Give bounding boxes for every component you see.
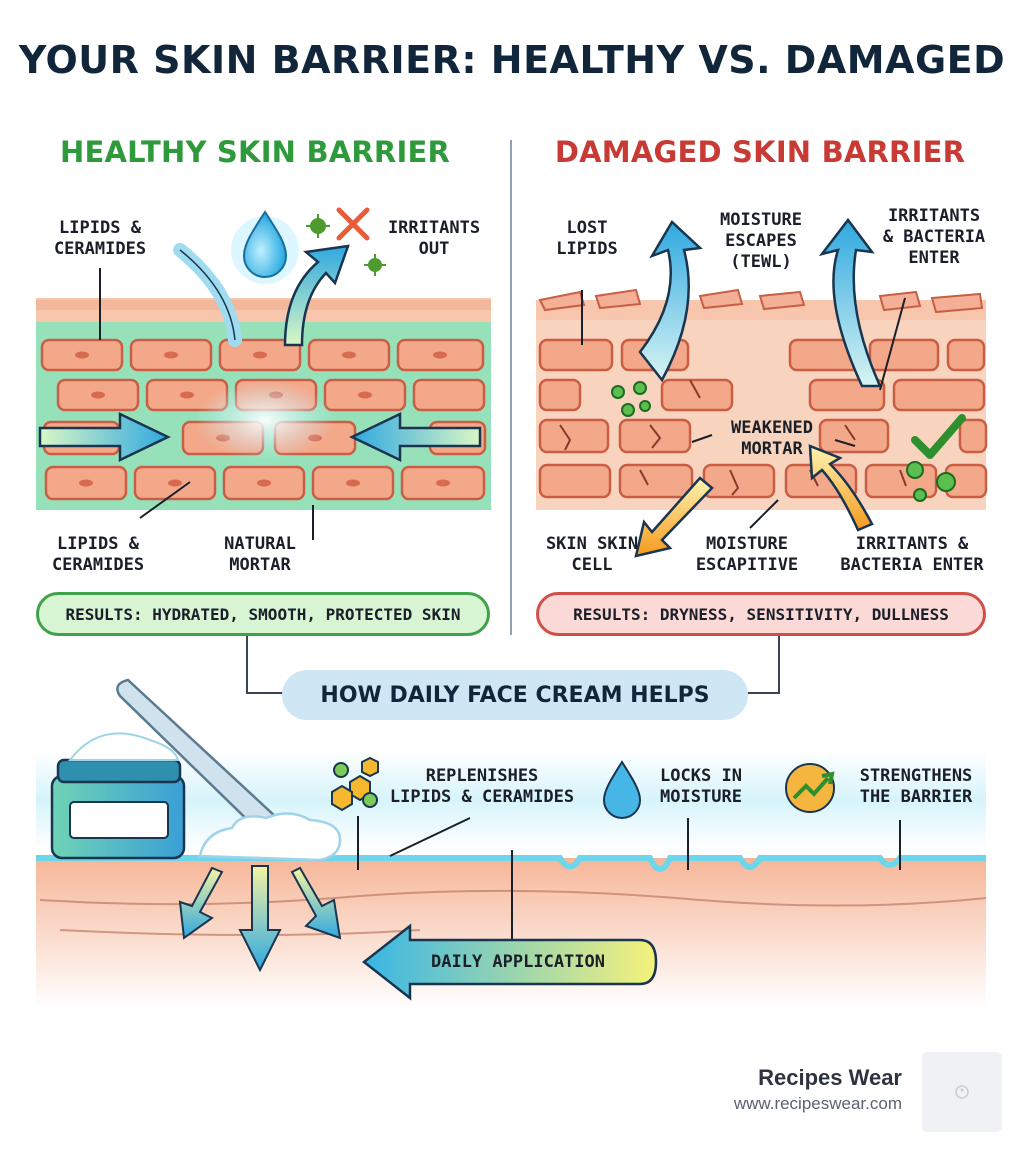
damaged-moisture-escapes-label: MOISTURE ESCAPES (TEWL) bbox=[720, 210, 802, 272]
water-drop-icon bbox=[242, 210, 288, 278]
hexagon-molecules-icon bbox=[331, 756, 379, 812]
healthy-section-title: HEALTHY SKIN BARRIER bbox=[59, 135, 450, 169]
benefit-locks-moisture-label: LOCKS IN MOISTURE bbox=[660, 766, 742, 807]
damaged-connector-line bbox=[744, 636, 780, 694]
healthy-natural-mortar-label: NATURAL MORTAR bbox=[224, 534, 296, 575]
brand-block: Recipes Wear www.recipeswear.com bbox=[690, 1065, 902, 1114]
help-section-title: HOW DAILY FACE CREAM HELPS bbox=[282, 670, 748, 720]
damaged-skin-cell-label: SKIN SKIN CELL bbox=[545, 534, 639, 575]
growth-chart-icon bbox=[785, 763, 835, 813]
section-divider bbox=[510, 140, 512, 635]
irritants-enter-arrow bbox=[818, 217, 882, 388]
cream-jar-icon bbox=[50, 732, 186, 860]
damaged-weakened-mortar-label: WEAKENED MORTAR bbox=[731, 418, 813, 459]
check-mark-icon bbox=[911, 414, 966, 459]
benefit-strengthens-label: STRENGTHENS THE BARRIER bbox=[859, 766, 973, 807]
irritants-enter-bottom-arrow bbox=[808, 444, 874, 532]
healthy-lipids-top-label: LIPIDS & CERAMIDES bbox=[53, 218, 147, 259]
brand-logo-icon bbox=[922, 1052, 1002, 1132]
brand-url[interactable]: www.recipeswear.com bbox=[733, 1094, 902, 1113]
healthy-result-badge: RESULTS: HYDRATED, SMOOTH, PROTECTED SKI… bbox=[36, 592, 490, 636]
benefit-replenishes-label: REPLENISHES LIPIDS & CERAMIDES bbox=[389, 766, 575, 807]
damaged-result-badge: RESULTS: DRYNESS, SENSITIVITY, DULLNESS bbox=[536, 592, 986, 636]
lipids-arrow-left bbox=[38, 412, 171, 462]
lipids-arrow-right bbox=[349, 412, 482, 462]
absorb-arrow-middle bbox=[238, 865, 282, 973]
damaged-lost-lipids-label: LOST LIPIDS bbox=[556, 218, 618, 259]
healthy-connector-line bbox=[246, 636, 286, 694]
absorb-arrow-left bbox=[178, 866, 224, 940]
damaged-skin-illustration bbox=[536, 217, 988, 558]
healthy-lipids-bottom-label: LIPIDS & CERAMIDES bbox=[51, 534, 145, 575]
damaged-section-title: DAMAGED SKIN BARRIER bbox=[554, 135, 966, 169]
absorb-arrow-right bbox=[290, 866, 342, 940]
face-cream-illustration bbox=[36, 678, 987, 1008]
brand-name: Recipes Wear bbox=[758, 1065, 902, 1090]
damaged-irritants-enter-bottom-label: IRRITANTS & BACTERIA ENTER bbox=[840, 534, 984, 575]
daily-application-arrow bbox=[361, 923, 658, 1001]
damaged-moisture-escapitive-label: MOISTURE ESCAPITIVE bbox=[695, 534, 799, 575]
water-drop-icon bbox=[602, 760, 642, 819]
healthy-irritants-out-label: IRRITANTS OUT bbox=[387, 218, 481, 259]
moisture-escapes-arrow bbox=[638, 220, 703, 383]
page-title: YOUR SKIN BARRIER: HEALTHY VS. DAMAGED bbox=[18, 38, 1006, 82]
damaged-irritants-enter-top-label: IRRITANTS & BACTERIA ENTER bbox=[882, 206, 986, 268]
irritants-out-arrow bbox=[283, 244, 350, 347]
healthy-skin-illustration bbox=[36, 207, 491, 540]
daily-application-label: DAILY APPLICATION bbox=[431, 952, 605, 972]
skin-cell-arrow bbox=[634, 476, 714, 558]
irritant-x-icon bbox=[336, 207, 370, 241]
